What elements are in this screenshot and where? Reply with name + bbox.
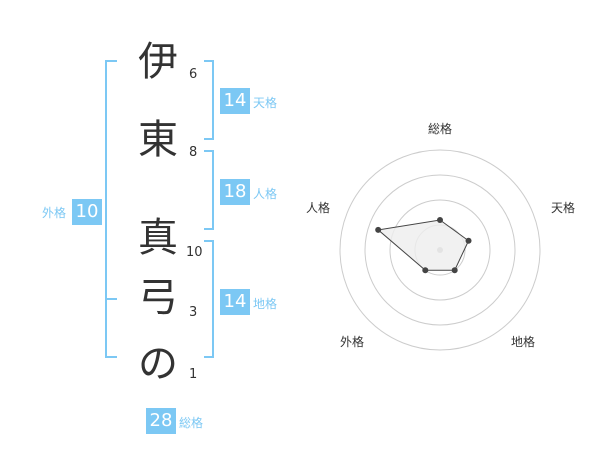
radar-point-0 <box>437 217 443 223</box>
stroke-count-4: 3 <box>189 305 198 320</box>
stroke-count-1: 6 <box>189 67 198 82</box>
outer-bracket-top <box>105 60 117 62</box>
jinkaku-badge: 18 <box>220 179 250 205</box>
name-char-5: の <box>138 341 178 387</box>
radar-series-polygon <box>377 219 470 271</box>
outer-bracket-bottom <box>105 356 117 358</box>
radar-point-3 <box>422 267 429 274</box>
radar-axis-label-chikaku: 地格 <box>511 335 536 349</box>
outer-bracket-mid <box>105 298 117 300</box>
tenkaku-bracket-top <box>204 60 214 62</box>
chikaku-label: 地格 <box>253 297 278 311</box>
soukaku-badge: 28 <box>146 408 176 434</box>
jinkaku-bracket-vertical <box>212 150 214 230</box>
radar-ring <box>364 174 516 326</box>
radar-axis-label-tenkaku: 天格 <box>551 201 576 215</box>
jinkaku-bracket-bottom <box>204 228 214 230</box>
jinkaku-label: 人格 <box>253 187 278 201</box>
stroke-count-5: 1 <box>189 367 198 382</box>
chikaku-bracket-bottom <box>204 356 214 358</box>
gaikaku-badge: 10 <box>72 199 102 225</box>
jinkaku-bracket-top <box>204 150 214 152</box>
radar-point-4 <box>375 226 382 233</box>
radar-axis-label-gaikaku: 外格 <box>340 335 365 349</box>
name-char-1: 伊 <box>138 39 178 85</box>
radar-ring <box>339 149 541 351</box>
stroke-count-2: 8 <box>189 145 198 160</box>
tenkaku-label: 天格 <box>253 96 278 110</box>
radar-axis-label-jinkaku: 人格 <box>306 201 331 215</box>
name-char-3: 真 <box>138 215 178 261</box>
radar-point-2 <box>451 267 458 274</box>
chikaku-bracket-top <box>204 240 214 242</box>
tenkaku-bracket-vertical <box>212 60 214 140</box>
outer-bracket-vertical <box>105 60 107 358</box>
radar-point-1 <box>465 237 472 244</box>
tenkaku-badge: 14 <box>220 88 250 114</box>
stroke-count-3: 10 <box>186 245 203 260</box>
chikaku-badge: 14 <box>220 289 250 315</box>
gaikaku-label: 外格 <box>42 206 67 220</box>
radar-axis-label-soukaku: 総格 <box>428 122 453 136</box>
radar-ring <box>389 199 491 301</box>
tenkaku-bracket-bottom <box>204 138 214 140</box>
chikaku-bracket-vertical <box>212 240 214 358</box>
radar-chart <box>339 149 541 351</box>
soukaku-label: 総格 <box>179 416 204 430</box>
name-char-4: 弓 <box>138 275 178 321</box>
name-char-2: 東 <box>138 117 178 163</box>
